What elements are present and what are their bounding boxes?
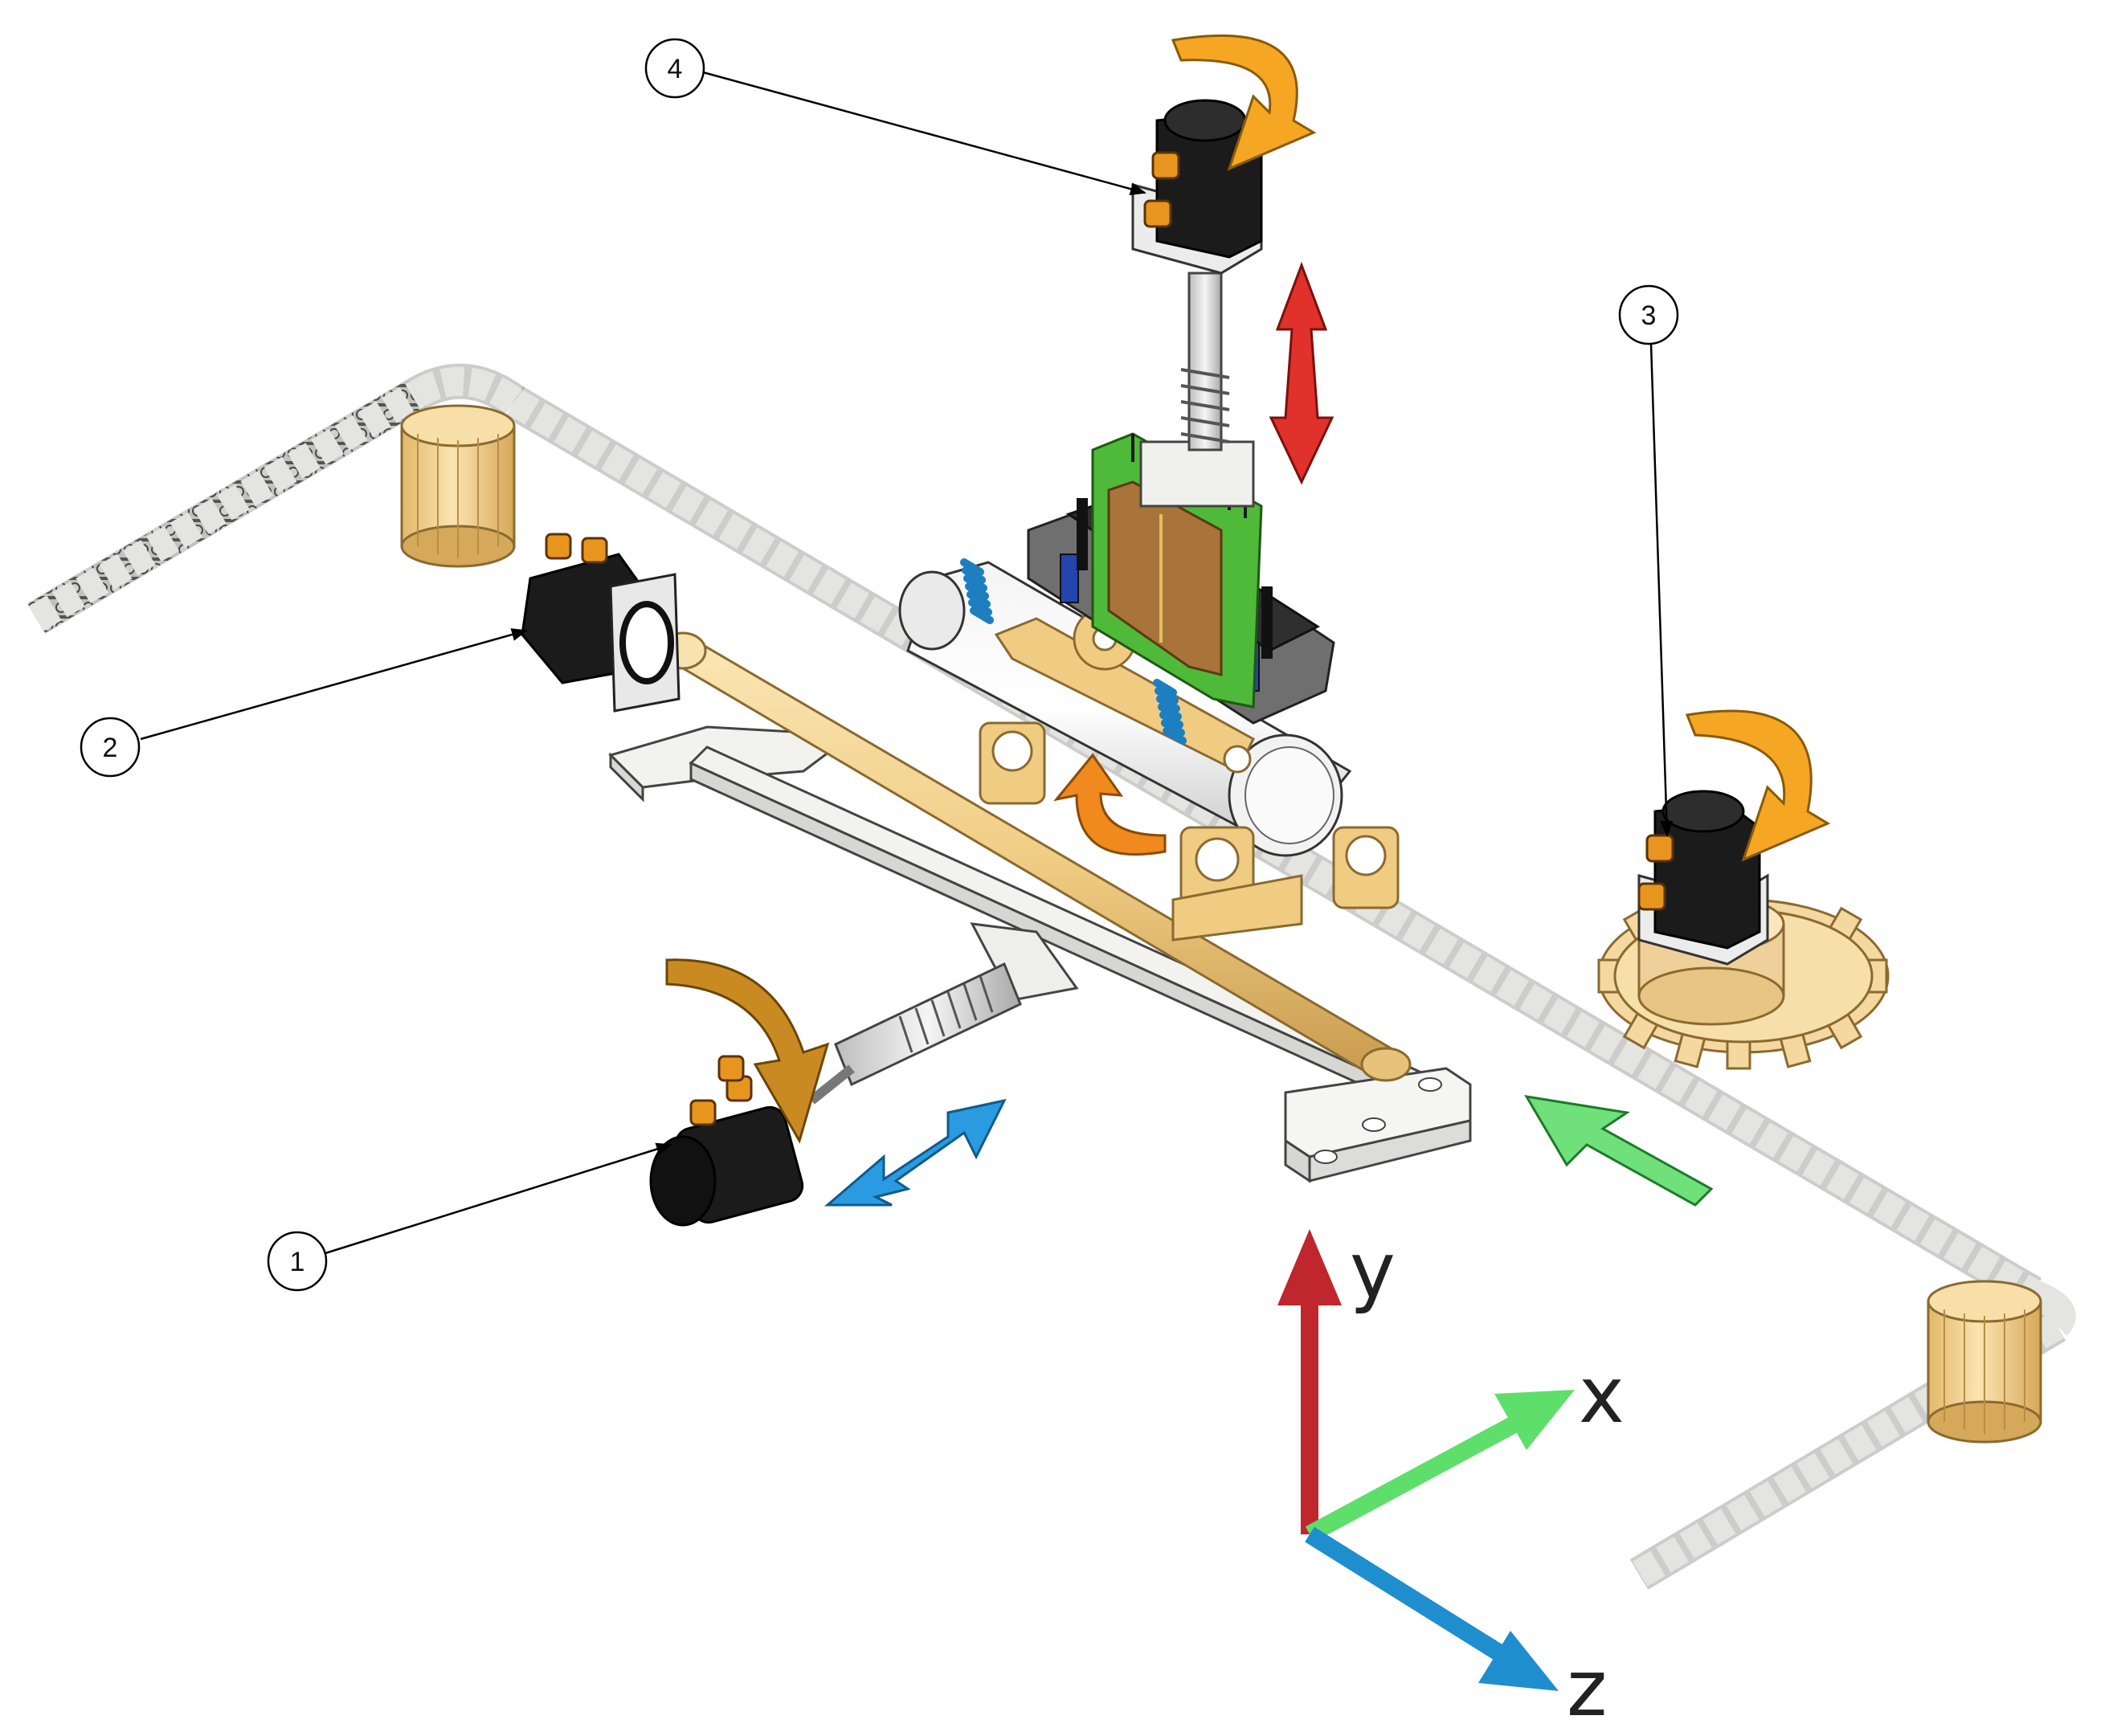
x-axis-line — [1305, 1414, 1523, 1542]
lead-screw-assembly — [808, 922, 1079, 1105]
y-axis-arrowhead — [1277, 1229, 1342, 1305]
horizontal-motion-arrow — [824, 1098, 1007, 1207]
rotation-arrow-motor-1 — [665, 958, 830, 1144]
rotation-arrow-motor-3 — [1685, 709, 1831, 862]
x-axis-arrowhead — [1494, 1390, 1575, 1450]
left-idler-sprocket — [400, 404, 516, 568]
rotation-arrow-drum — [1053, 753, 1167, 856]
z-axis-line — [1305, 1526, 1507, 1663]
x-axis-label: x — [1579, 1350, 1625, 1440]
z-axis-arrowhead — [1478, 1631, 1559, 1691]
motor-2 — [521, 533, 680, 713]
callout-2: 2 — [80, 628, 528, 778]
lift-screw-assembly — [1139, 272, 1255, 508]
frame-rail — [608, 725, 1472, 1183]
feed-direction-arrow — [1524, 1095, 1714, 1207]
callout-1: 1 — [267, 1142, 672, 1292]
callout-4: 4 — [644, 38, 1146, 195]
drum-bearings — [979, 721, 1400, 942]
rotation-arrow-motor-4 — [1171, 34, 1317, 171]
tension-spring-right — [1153, 679, 1187, 745]
motor-4 — [1131, 99, 1263, 275]
right-idler-sprocket — [1927, 1280, 2042, 1444]
motor-3 — [1637, 790, 1769, 966]
tension-spring-left — [960, 558, 994, 624]
motor-1 — [649, 1055, 804, 1227]
callout-3: 3 — [1618, 284, 1679, 837]
y-axis-label: y — [1350, 1226, 1396, 1316]
callout-2-label: 2 — [103, 733, 118, 763]
vertical-motion-arrow — [1269, 261, 1334, 485]
callout-1-label: 1 — [290, 1247, 305, 1277]
coordinate-axes: y x z — [1277, 1226, 1625, 1734]
brass-drive-rod — [659, 631, 1412, 1082]
z-axis-label: z — [1567, 1644, 1607, 1734]
callout-3-label: 3 — [1641, 300, 1657, 331]
callout-4-label: 4 — [668, 54, 683, 84]
